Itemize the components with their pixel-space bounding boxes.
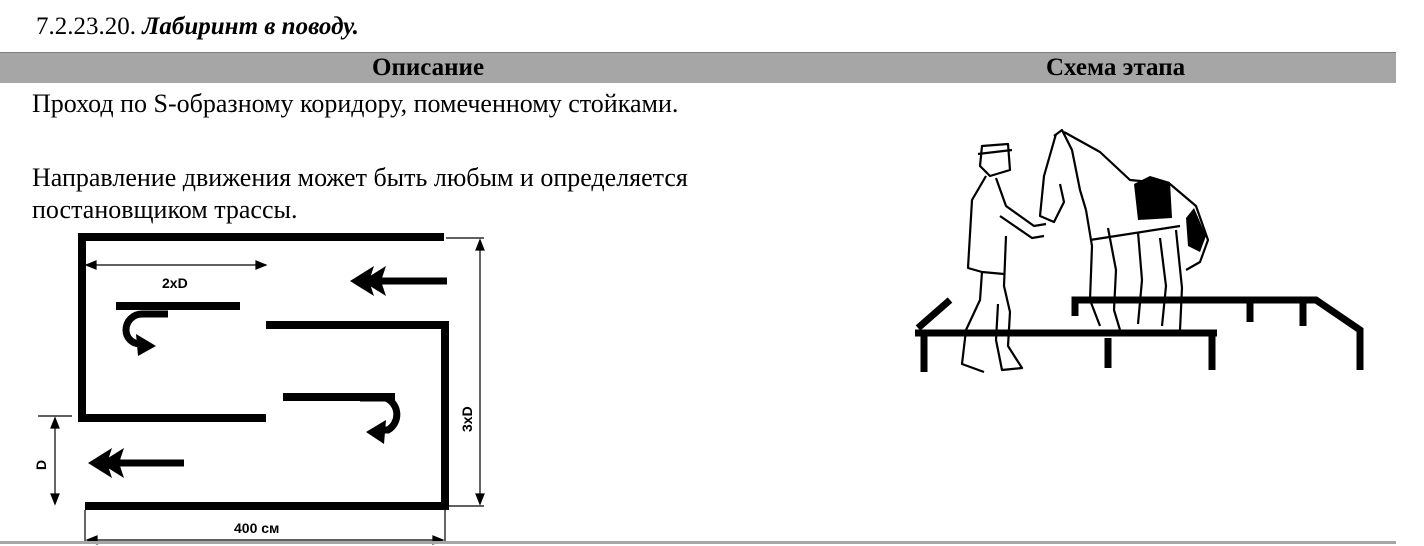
- u-turn-icon: [122, 310, 168, 356]
- arrow-left-icon: [88, 448, 184, 478]
- label-width-between: 2xD: [162, 275, 188, 291]
- description-paragraph-2: Направление движения может быть любым и …: [32, 162, 688, 226]
- description-line-3: постановщиком трассы.: [32, 195, 298, 224]
- section-number: 7.2.23.20.: [36, 13, 136, 40]
- section-heading: 7.2.23.20. Лабиринт в поводу.: [36, 12, 359, 42]
- bottom-rule: [0, 541, 1396, 544]
- label-corridor: D: [33, 460, 49, 470]
- maze-wall-outer-right: [85, 321, 449, 510]
- horse-figure: [1038, 128, 1210, 331]
- maze-walls: [78, 233, 449, 510]
- label-height: 3xD: [459, 406, 475, 432]
- maze-wall-outer-left: [78, 233, 444, 422]
- platform-bridge: [915, 296, 1364, 372]
- column-description-header: Описание: [372, 54, 485, 81]
- handler-figure: [960, 142, 1047, 374]
- u-turn-icon: [360, 394, 401, 444]
- column-scheme-header: Схема этапа: [1046, 54, 1186, 81]
- table-header: Описание Схема этапа: [0, 52, 1396, 83]
- description-line-2: Направление движения может быть любым и …: [32, 163, 688, 192]
- description-line-1: Проход по S-образному коридору, помеченн…: [32, 89, 679, 118]
- label-total-width: 400 см: [234, 520, 279, 536]
- saddle-shape: [1134, 176, 1206, 252]
- arrow-left-icon: [350, 266, 447, 296]
- dimension-lines: [38, 237, 485, 545]
- section-title: Лабиринт в поводу.: [142, 13, 359, 40]
